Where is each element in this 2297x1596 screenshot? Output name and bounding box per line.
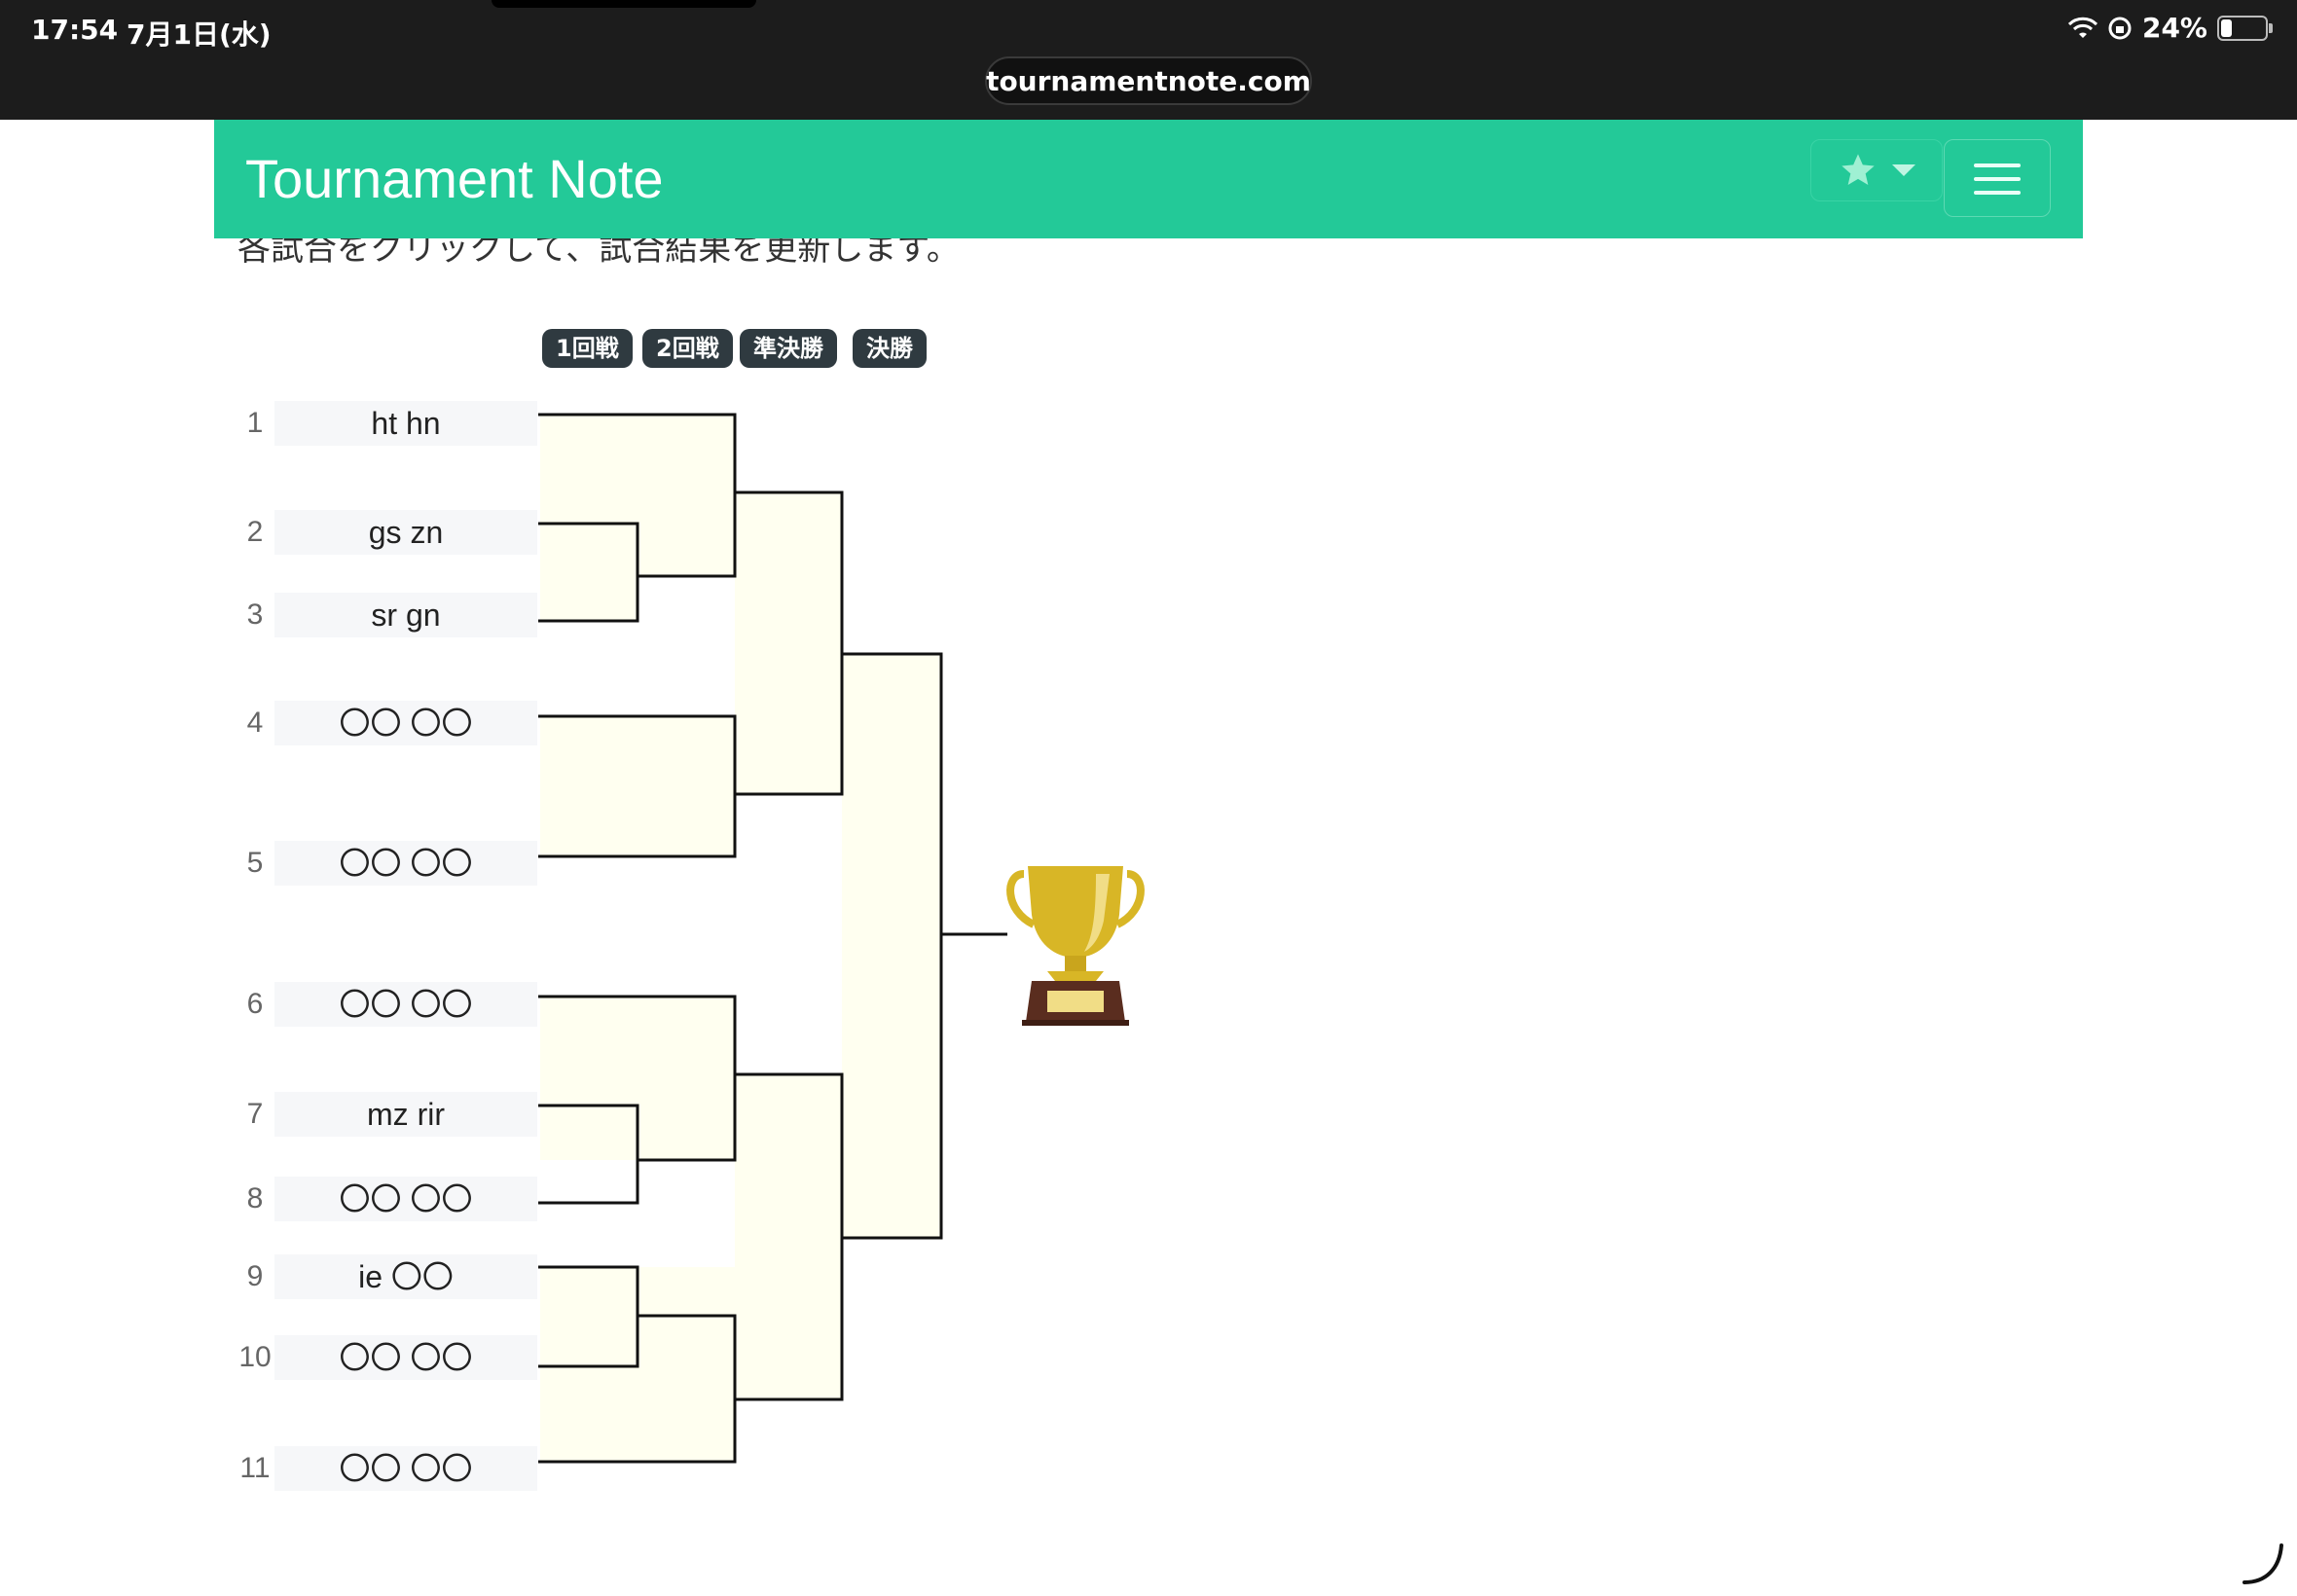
- status-time: 17:54: [31, 14, 119, 46]
- match-line[interactable]: [842, 652, 943, 1240]
- match-line[interactable]: [538, 522, 639, 623]
- entry-name[interactable]: 〇〇 〇〇: [274, 841, 537, 886]
- seed-number: 3: [246, 598, 264, 631]
- app-header: Tournament Note: [214, 120, 2083, 238]
- match-line[interactable]: [538, 714, 737, 858]
- seed-number: 4: [246, 707, 264, 739]
- battery-percent: 24%: [2141, 12, 2207, 44]
- match-area[interactable]: [540, 716, 735, 856]
- entry-name[interactable]: 〇〇 〇〇: [274, 982, 537, 1027]
- url-text: tournamentnote.com: [986, 64, 1311, 97]
- entry-name[interactable]: 〇〇 〇〇: [274, 1177, 537, 1221]
- status-indicators: 24%: [2067, 12, 2273, 44]
- favorite-dropdown-button[interactable]: [1810, 139, 1943, 201]
- entry-name[interactable]: ht hn: [274, 401, 537, 446]
- seed-number: 6: [246, 988, 264, 1020]
- battery-icon: [2217, 15, 2273, 41]
- round-badge-final[interactable]: 決勝: [853, 329, 927, 368]
- entry-name[interactable]: ie 〇〇: [274, 1254, 537, 1299]
- tournament-bracket: [538, 413, 1007, 1464]
- seed-number: 2: [246, 516, 264, 548]
- menu-bar: [1974, 177, 2021, 181]
- seed-number: 7: [246, 1098, 264, 1130]
- match-area[interactable]: [735, 492, 842, 794]
- match-line[interactable]: [538, 413, 737, 578]
- match-area[interactable]: [540, 524, 638, 621]
- camera-notch: [492, 0, 756, 8]
- url-bar[interactable]: tournamentnote.com: [985, 56, 1312, 105]
- star-icon: [1841, 154, 1875, 185]
- menu-bar: [1974, 191, 2021, 195]
- round-badge-2[interactable]: 2回戦: [642, 329, 733, 368]
- entry-name[interactable]: sr gn: [274, 593, 537, 637]
- entry-name[interactable]: 〇〇 〇〇: [274, 1335, 537, 1380]
- match-area[interactable]: [842, 654, 941, 1238]
- match-line[interactable]: [538, 1314, 737, 1464]
- seed-number: 1: [246, 407, 264, 439]
- entry-name[interactable]: 〇〇 〇〇: [274, 701, 537, 745]
- loading-spinner-icon: [2242, 1543, 2283, 1584]
- match-line[interactable]: [538, 995, 737, 1162]
- match-line[interactable]: [735, 490, 844, 796]
- seed-number: 11: [239, 1452, 271, 1484]
- status-date: 7月1日(水): [127, 18, 272, 51]
- battery-level: [2221, 18, 2232, 37]
- chevron-down-icon: [1892, 164, 1915, 176]
- round-badge-1[interactable]: 1回戦: [542, 329, 633, 368]
- entry-name[interactable]: mz rir: [274, 1092, 537, 1137]
- entry-name[interactable]: 〇〇 〇〇: [274, 1446, 537, 1491]
- seed-number: 9: [246, 1260, 264, 1292]
- rotation-lock-icon: [2108, 17, 2132, 39]
- match-line[interactable]: [538, 1104, 639, 1205]
- ios-status-bar: 17:54 7月1日(水) 24% tournamentnote.com: [0, 0, 2297, 120]
- wifi-icon: [2067, 17, 2097, 38]
- seed-number: 10: [238, 1341, 272, 1373]
- menu-bar: [1974, 163, 2021, 167]
- round-badge-semifinal[interactable]: 準決勝: [740, 329, 837, 368]
- trophy-icon: [1006, 866, 1145, 1026]
- seed-number: 5: [246, 847, 264, 879]
- match-area[interactable]: [735, 1074, 842, 1399]
- entry-name[interactable]: gs zn: [274, 510, 537, 555]
- hamburger-menu-button[interactable]: [1944, 139, 2051, 217]
- app-title[interactable]: Tournament Note: [245, 148, 664, 209]
- seed-number: 8: [246, 1182, 264, 1215]
